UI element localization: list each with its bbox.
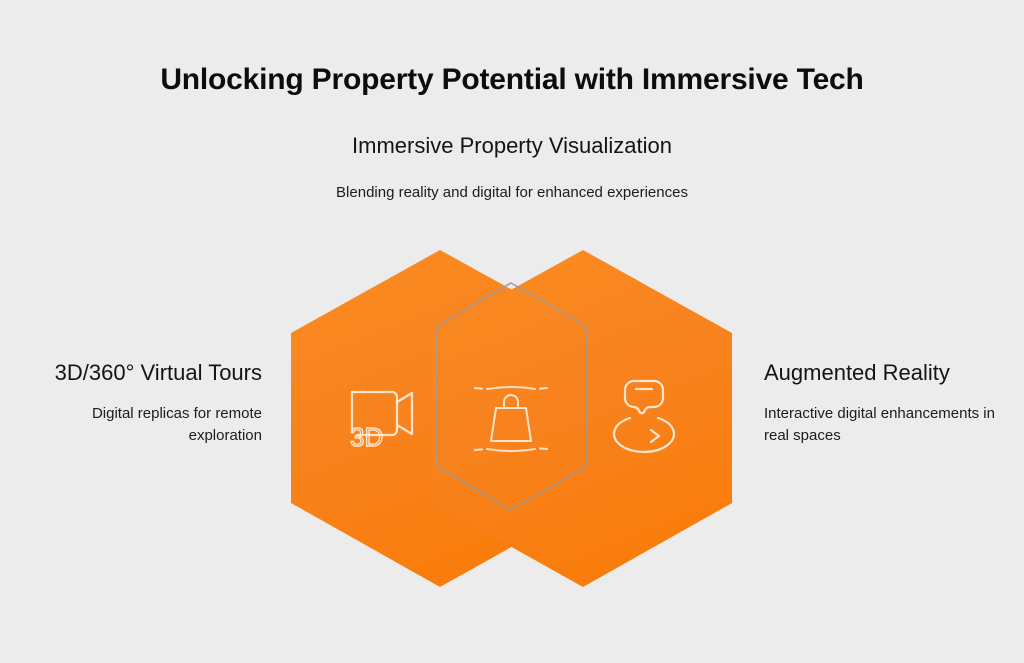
node-label-virtual-tours: 3D/360° Virtual Tours Digital replicas f… [20, 358, 262, 447]
video-camera-3d-icon-label: 3D [350, 422, 383, 452]
hexagon-right-augmented-reality[interactable] [433, 250, 732, 587]
hexagon-center-immersive-visualization[interactable] [436, 282, 587, 511]
node-label-augmented-reality: Augmented Reality Interactive digital en… [764, 358, 1004, 447]
vr-headset-rotate-icon [612, 379, 676, 453]
node-description-immersive-visualization: Blending reality and digital for enhance… [336, 184, 688, 201]
node-label-immersive-visualization: Immersive Property Visualization Blendin… [332, 131, 692, 204]
video-camera-3d-icon [350, 390, 414, 437]
node-description-augmented-reality: Interactive digital enhancements in real… [764, 405, 995, 444]
node-heading-augmented-reality: Augmented Reality [764, 360, 950, 385]
node-heading-virtual-tours: 3D/360° Virtual Tours [54, 360, 262, 385]
node-description-virtual-tours: Digital replicas for remote exploration [91, 405, 262, 444]
node-heading-immersive-visualization: Immersive Property Visualization [352, 133, 672, 158]
page-title: Unlocking Property Potential with Immers… [160, 63, 864, 96]
ar-bag-scan-icon [474, 386, 548, 452]
